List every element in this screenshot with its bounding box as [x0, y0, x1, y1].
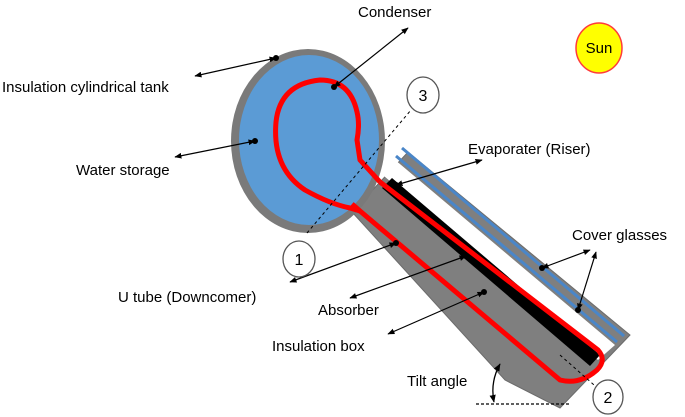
- label-insulation-tank: Insulation cylindrical tank: [2, 79, 169, 96]
- glass-gap: [384, 159, 615, 360]
- tilt-arc: [489, 363, 501, 403]
- marker-2-label: 2: [604, 390, 613, 407]
- label-u-tube: U tube (Downcomer): [118, 289, 256, 306]
- marker-2: [592, 379, 624, 415]
- label-tilt-angle: Tilt angle: [407, 373, 467, 390]
- leader-condenser: [333, 27, 409, 88]
- condenser-loop: [273, 77, 382, 214]
- water-storage: [239, 55, 379, 225]
- marker-3: [406, 76, 440, 114]
- label-cover-glasses: Cover glasses: [572, 227, 667, 244]
- dot-water-storage: [252, 138, 258, 144]
- marker-3-label: 3: [419, 88, 428, 105]
- leader-insulation-tank: [194, 56, 277, 78]
- dot-absorber: [463, 253, 469, 259]
- leader-u-tube: [289, 242, 397, 283]
- leader-insulation-box: [387, 291, 485, 335]
- dot-condenser: [331, 84, 337, 90]
- sun-icon: [575, 22, 623, 74]
- label-absorber: Absorber: [318, 302, 379, 319]
- leader-cover-glasses-1: [541, 249, 591, 269]
- leader-evaporater: [395, 159, 483, 186]
- dot-cover-glass-2: [575, 307, 581, 313]
- dot-u-tube: [393, 240, 399, 246]
- leader-cover-glasses-2: [577, 251, 597, 311]
- dot-cover-glass-1: [539, 265, 545, 271]
- dot-insulation-box: [481, 289, 487, 295]
- leader-water-storage: [174, 139, 256, 159]
- marker-1: [282, 240, 316, 278]
- label-insulation-box: Insulation box: [272, 338, 365, 355]
- label-evaporater: Evaporater (Riser): [468, 141, 591, 158]
- label-condenser: Condenser: [358, 4, 431, 21]
- dot-evaporater: [393, 182, 399, 188]
- label-water-storage: Water storage: [76, 162, 170, 179]
- marker-1-label: 1: [295, 252, 304, 269]
- section-line: [306, 109, 412, 234]
- sun-label: Sun: [586, 40, 613, 57]
- leader-absorber: [349, 255, 467, 299]
- dot-insulation-tank: [273, 55, 279, 61]
